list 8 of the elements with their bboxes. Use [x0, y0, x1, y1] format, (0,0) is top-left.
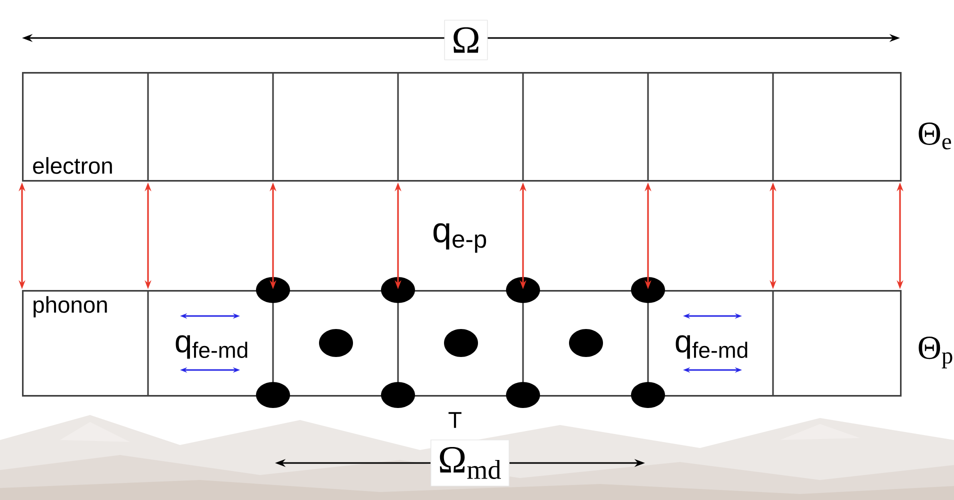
formula-label: q$_{fe-md}$ [176, 335, 248, 359]
variable-label: Θ$_{e}$ [918, 122, 952, 150]
variable-label: Θ$_{p}$ [918, 336, 952, 368]
formula-label: q$_{fe-md}$ [676, 335, 748, 359]
dimension-label: Ω [444, 20, 488, 60]
cell-band: electron [22, 72, 902, 182]
dimension-label: Ω$_{md}$ [430, 440, 510, 486]
formula-label: q$_{e-p}$ [434, 223, 486, 253]
